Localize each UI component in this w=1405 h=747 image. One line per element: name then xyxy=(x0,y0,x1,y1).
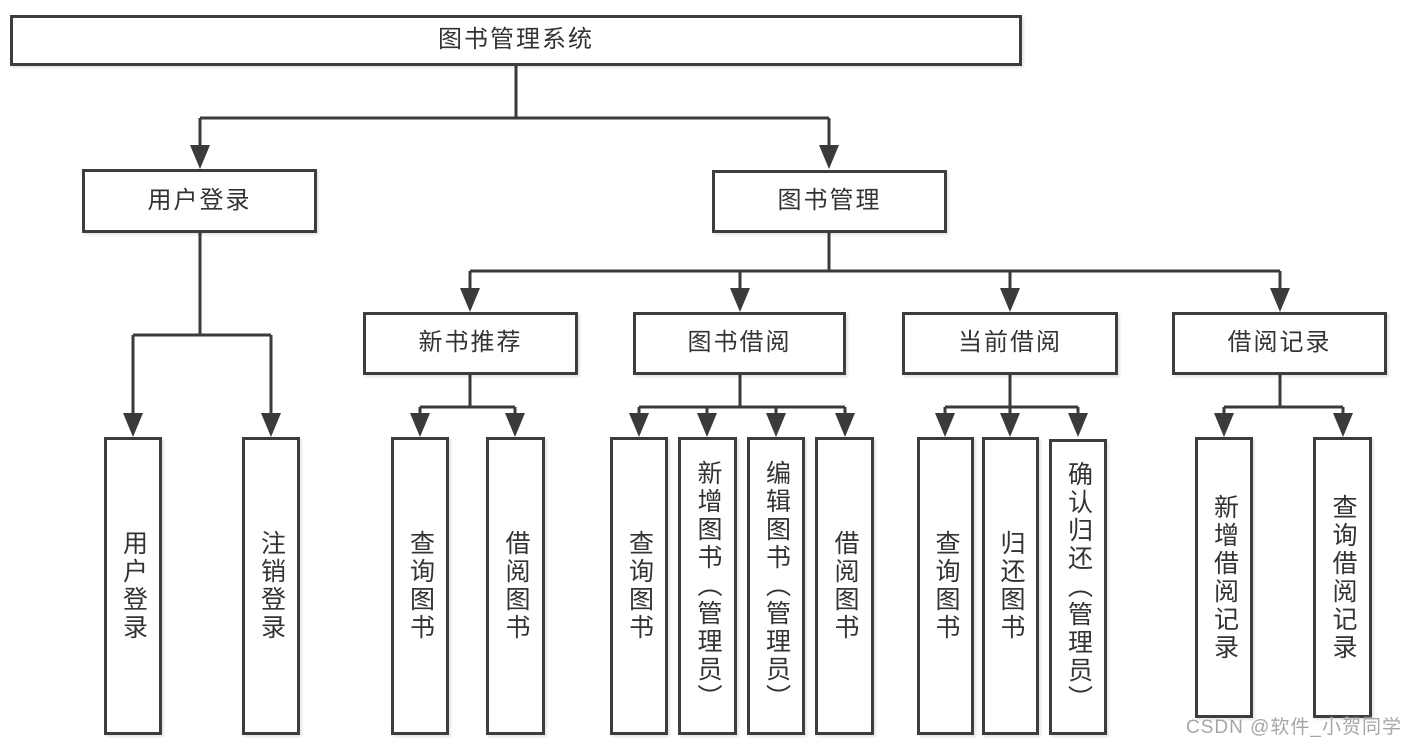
leaf-query-borrow-record: 查询借阅记录 xyxy=(1313,437,1372,718)
leaf-logout: 注销登录 xyxy=(242,437,300,735)
node-library-management-system: 图书管理系统 xyxy=(10,15,1022,66)
node-user-login: 用户登录 xyxy=(82,169,317,233)
watermark: CSDN @软件_小贺同学 xyxy=(1186,717,1402,738)
leaf-add-borrow-record: 新增借阅记录 xyxy=(1195,437,1253,718)
leaf-borrow-books-recommend: 借阅图书 xyxy=(486,437,545,735)
leaf-query-books-recommend: 查询图书 xyxy=(391,437,449,735)
node-borrowing-records: 借阅记录 xyxy=(1172,312,1387,375)
leaf-user-login: 用户登录 xyxy=(104,437,162,735)
leaf-query-books-borrowing: 查询图书 xyxy=(610,437,668,735)
node-book-borrowing: 图书借阅 xyxy=(633,312,846,375)
connector-lines xyxy=(131,66,1345,418)
leaf-borrow-books-borrowing: 借阅图书 xyxy=(815,437,874,735)
node-new-book-recommendation: 新书推荐 xyxy=(363,312,578,375)
leaf-edit-book-admin: 编辑图书（管理员） xyxy=(747,437,805,735)
arrowheads xyxy=(123,145,1353,437)
leaf-add-book-admin: 新增图书（管理员） xyxy=(678,437,737,735)
leaf-confirm-return-admin: 确认归还（管理员） xyxy=(1049,439,1107,735)
node-book-management: 图书管理 xyxy=(712,170,947,233)
node-current-borrowing: 当前借阅 xyxy=(902,312,1118,375)
leaf-query-books-current: 查询图书 xyxy=(917,437,974,735)
leaf-return-books: 归还图书 xyxy=(982,437,1039,735)
